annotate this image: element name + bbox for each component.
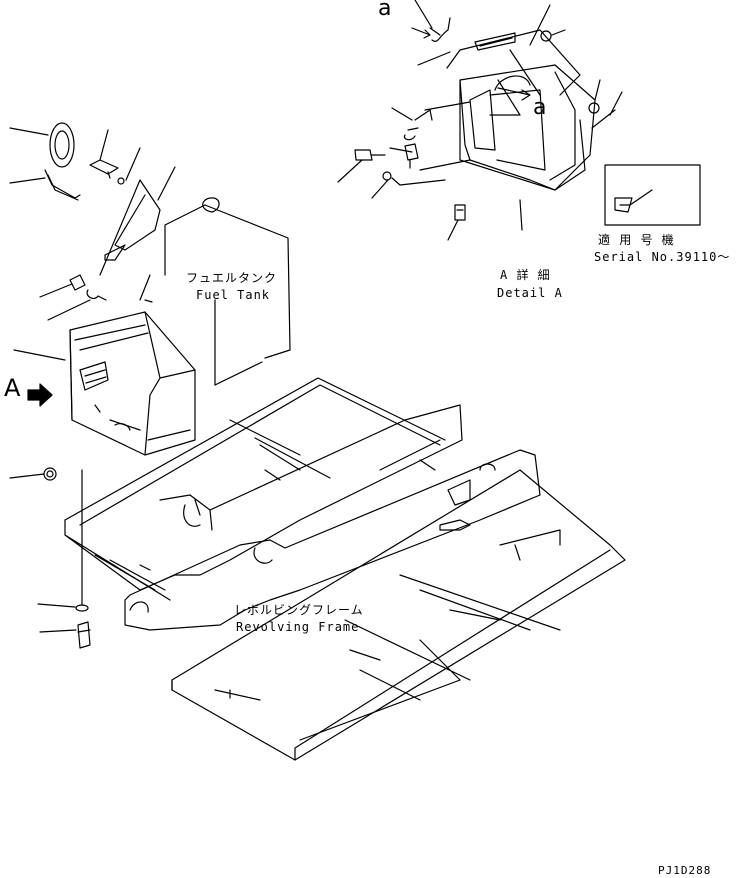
detail-a-view xyxy=(338,0,700,240)
serial-label-jp: 適 用 号 機 xyxy=(598,233,675,247)
detail-a-label-en: Detail A xyxy=(497,286,563,300)
fuel-tank xyxy=(140,198,290,385)
fuel-tank-label-en: Fuel Tank xyxy=(196,288,271,302)
serial-label-en: Serial No.39110～ xyxy=(594,250,731,264)
ref-a-mid-label: a xyxy=(533,95,547,120)
revolving-frame-label-jp: レボルビングフレーム xyxy=(234,603,364,617)
view-a-label: A xyxy=(4,374,21,402)
revolving-frame-label-en: Revolving Frame xyxy=(236,620,360,634)
detail-a-label-jp: A 詳 細 xyxy=(500,268,551,282)
revolving-frame xyxy=(65,378,625,760)
ref-a-top-label: a xyxy=(378,0,392,21)
fuel-tank-label-jp: フュエルタンク xyxy=(186,271,278,285)
toolbox-assembly xyxy=(10,123,195,648)
drawing-code: PJ1D288 xyxy=(658,864,712,877)
